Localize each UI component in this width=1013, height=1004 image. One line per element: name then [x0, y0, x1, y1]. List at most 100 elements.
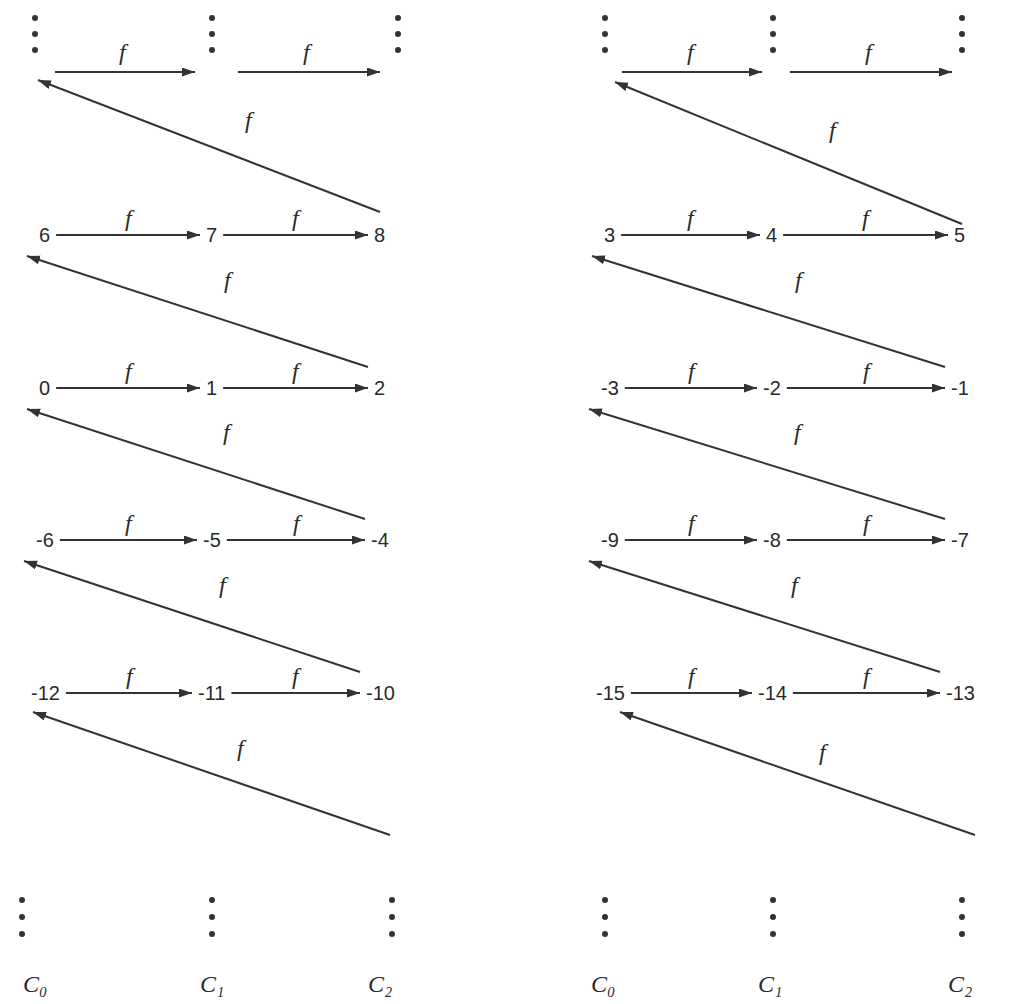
number-node: -14 — [754, 680, 791, 706]
number-node: -12 — [27, 680, 64, 706]
function-label: f — [686, 664, 697, 688]
map-arrow — [592, 256, 945, 367]
number-node: -7 — [947, 527, 973, 553]
map-arrow — [24, 561, 360, 672]
number-node: 2 — [370, 375, 389, 401]
number-node: 6 — [35, 222, 54, 248]
number-node: 3 — [600, 222, 619, 248]
number-text: 7 — [206, 224, 217, 246]
function-label: f — [793, 268, 804, 292]
number-text: 8 — [374, 224, 385, 246]
ellipsis-dots — [19, 15, 965, 937]
number-text: 5 — [954, 224, 965, 246]
number-node: -4 — [367, 527, 393, 553]
function-label: f — [861, 664, 872, 688]
column-label: C₁ — [200, 971, 224, 997]
function-label: f — [789, 573, 800, 597]
function-label: f — [221, 420, 232, 444]
number-text: -11 — [198, 682, 225, 704]
function-label: f — [235, 736, 246, 760]
number-node: 4 — [762, 222, 781, 248]
function-label: f — [123, 206, 134, 230]
map-arrow — [787, 387, 945, 389]
number-text: -10 — [366, 682, 395, 704]
map-arrow — [60, 539, 197, 541]
function-label: f — [290, 664, 301, 688]
map-arrow — [66, 692, 192, 694]
function-label: f — [827, 118, 838, 142]
number-node: -5 — [199, 527, 225, 553]
function-label: f — [861, 359, 872, 383]
function-label: f — [123, 511, 134, 535]
number-node: -9 — [597, 527, 623, 553]
map-arrow — [793, 692, 940, 694]
map-arrow — [787, 539, 945, 541]
function-label: f — [124, 664, 135, 688]
map-arrow — [625, 539, 757, 541]
map-arrow — [227, 539, 365, 541]
number-node: 5 — [950, 222, 969, 248]
number-text: -1 — [951, 377, 969, 399]
function-label: f — [817, 740, 828, 764]
number-text: -7 — [951, 529, 969, 551]
number-node: 7 — [202, 222, 221, 248]
function-label: f — [685, 40, 696, 64]
map-arrow — [56, 387, 200, 389]
number-node: -2 — [759, 375, 785, 401]
number-node: -15 — [592, 680, 629, 706]
map-arrow — [783, 234, 948, 236]
function-label: f — [686, 359, 697, 383]
map-arrow — [223, 234, 368, 236]
column-label: C₂ — [948, 971, 972, 997]
number-text: 0 — [39, 377, 50, 399]
number-text: -15 — [596, 682, 625, 704]
column-label: C₀ — [23, 971, 47, 997]
number-text: -5 — [203, 529, 221, 551]
function-label: f — [290, 359, 301, 383]
map-arrow — [621, 234, 760, 236]
number-text: -14 — [758, 682, 787, 704]
number-node: 8 — [370, 222, 389, 248]
function-label: f — [123, 359, 134, 383]
number-node: 1 — [202, 375, 221, 401]
function-label: f — [243, 108, 254, 132]
open-arrows — [33, 72, 975, 835]
function-label: f — [860, 206, 871, 230]
column-label: C₁ — [758, 971, 782, 997]
number-node: -10 — [362, 680, 399, 706]
number-text: 6 — [39, 224, 50, 246]
number-text: -8 — [763, 529, 781, 551]
function-label: f — [301, 40, 312, 64]
number-text: -3 — [601, 377, 619, 399]
function-label: f — [686, 511, 697, 535]
number-text: 3 — [604, 224, 615, 246]
map-arrow — [625, 387, 757, 389]
number-text: -6 — [36, 529, 54, 551]
number-node: -13 — [942, 680, 979, 706]
function-label: f — [222, 268, 233, 292]
number-text: -2 — [763, 377, 781, 399]
function-label: f — [291, 511, 302, 535]
number-text: 4 — [766, 224, 777, 246]
number-node: -6 — [32, 527, 58, 553]
number-text: -9 — [601, 529, 619, 551]
number-node: -11 — [194, 680, 229, 706]
map-arrow — [589, 409, 945, 519]
map-arrow — [27, 409, 365, 519]
number-text: -4 — [371, 529, 389, 551]
number-node: -3 — [597, 375, 623, 401]
map-arrow — [223, 387, 368, 389]
map-arrow — [231, 692, 360, 694]
function-label: f — [863, 40, 874, 64]
number-node: -1 — [947, 375, 973, 401]
number-text: 2 — [374, 377, 385, 399]
function-label: f — [685, 206, 696, 230]
number-text: -13 — [946, 682, 975, 704]
number-text: 1 — [206, 377, 217, 399]
map-arrow — [56, 234, 200, 236]
number-node: 0 — [35, 375, 54, 401]
column-label: C₂ — [368, 971, 392, 997]
